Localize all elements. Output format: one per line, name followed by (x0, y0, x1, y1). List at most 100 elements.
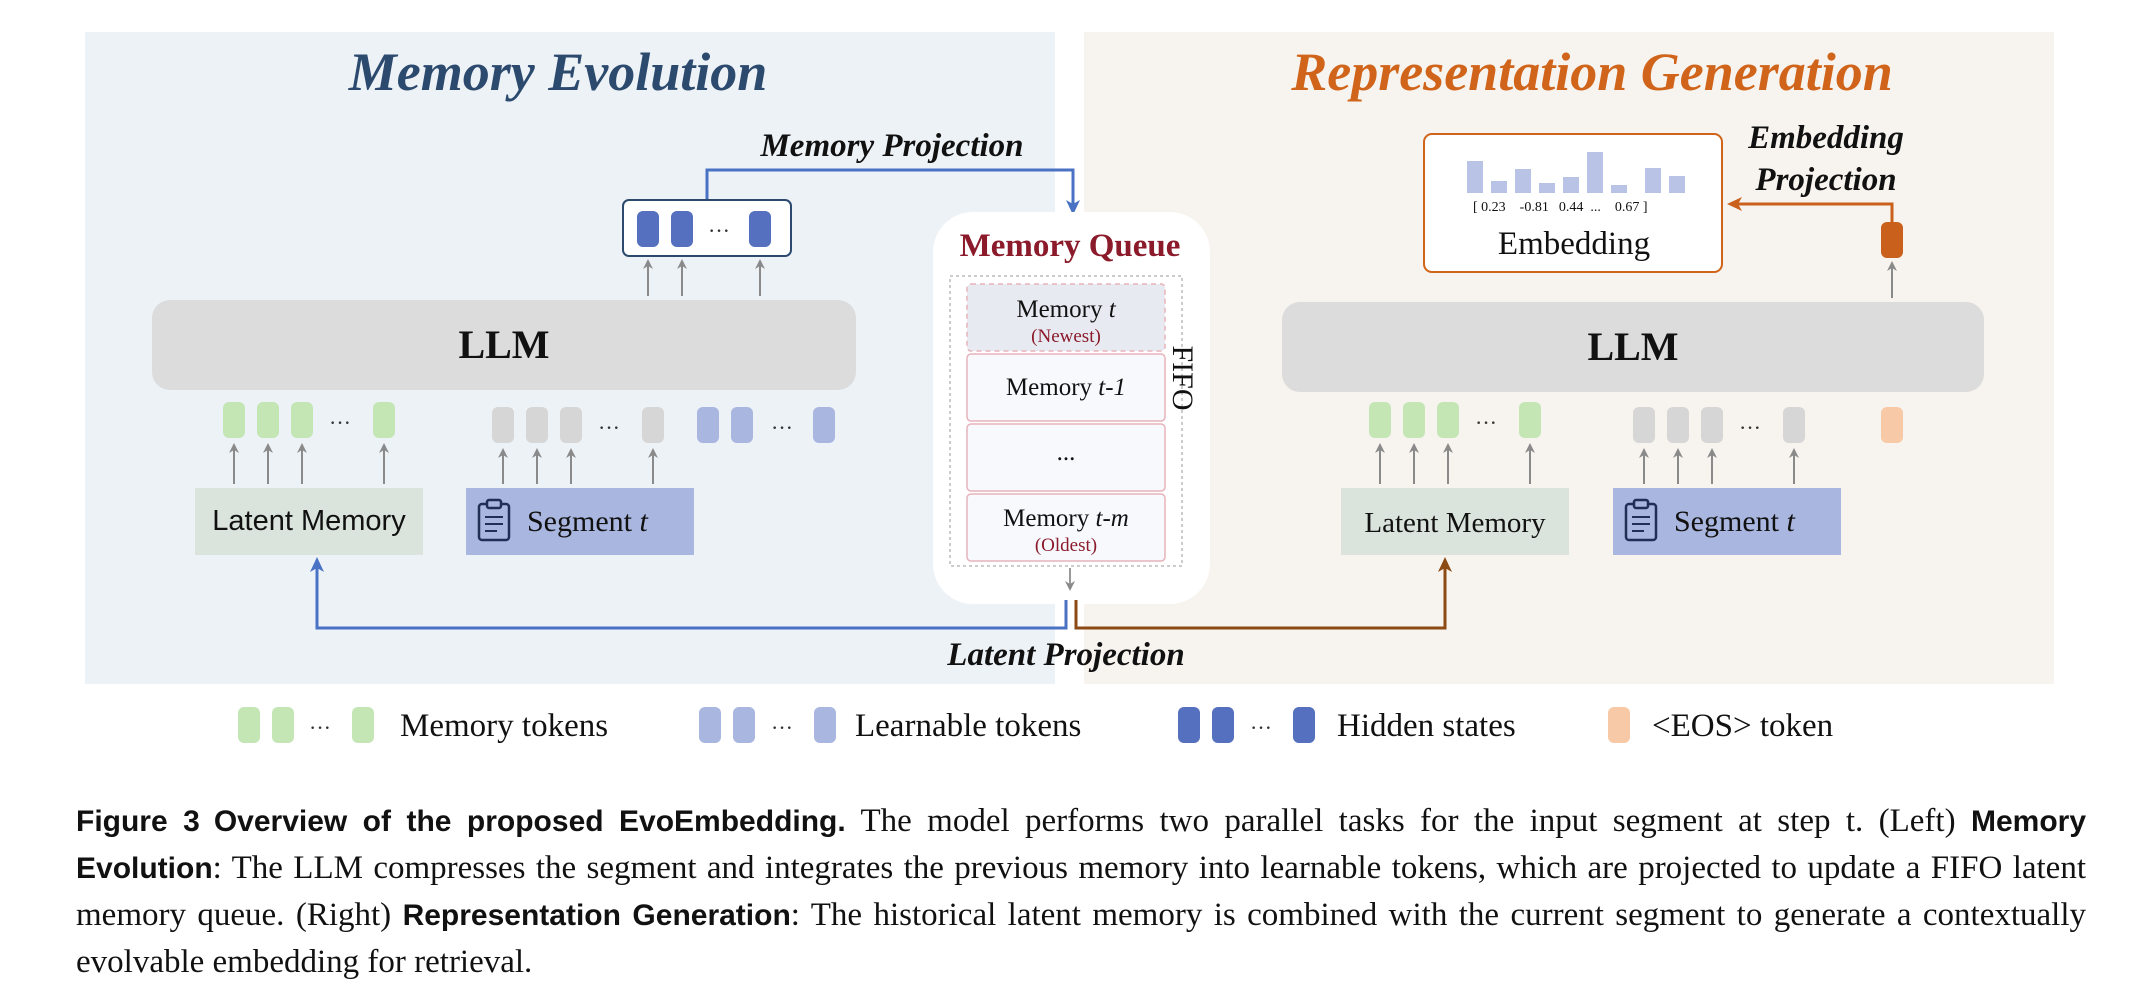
hidden-state-token (671, 211, 693, 247)
caption-right-tag: (Right) (295, 897, 392, 933)
segment-tokens-ellipsis: ··· (598, 415, 620, 440)
memory-projection-label: Memory Projection (759, 128, 1023, 164)
memory-slot-oldest (966, 493, 1166, 562)
legend-ellipsis: ··· (309, 715, 331, 740)
legend-hidden-states-label: Hidden states (1337, 708, 1516, 744)
caption-right-text: : The historical latent memory is combin… (76, 897, 2087, 980)
memory-queue-frame (949, 275, 1183, 567)
legend-eos-token-label: <EOS> token (1652, 708, 1833, 744)
memory-token (1369, 402, 1391, 438)
representation-generation-title: Representation Generation (1290, 42, 1893, 102)
hidden-state-token (749, 211, 771, 247)
embedding-projection-arrow (1727, 197, 1894, 222)
legend-memory-token-swatch (238, 707, 260, 743)
llm-block-left (152, 300, 856, 390)
segment-token (526, 407, 548, 443)
memory-token (291, 402, 313, 438)
legend-eos-token-swatch (1608, 707, 1630, 743)
latent-memory-label-left: Latent Memory (212, 505, 406, 537)
learnable-token (813, 407, 835, 443)
legend-hidden-state-swatch (1178, 707, 1200, 743)
memory-tokens-ellipsis: ··· (329, 410, 351, 435)
embedding-bar-chart (1467, 152, 1685, 193)
legend-hidden-state-swatch (1212, 707, 1234, 743)
llm-label-left: LLM (458, 322, 549, 367)
llm-block-right (1282, 302, 1984, 392)
segment-box-left (466, 488, 694, 555)
legend-memory-token-swatch (272, 707, 294, 743)
latent-projection-arrow-right (1074, 557, 1452, 630)
figure-title: Overview of the proposed EvoEmbedding. (213, 805, 846, 838)
segment-box-right (1613, 488, 1841, 555)
segment-token (1633, 407, 1655, 443)
hidden-state-token (637, 211, 659, 247)
memory-queue-title: Memory Queue (960, 228, 1181, 264)
learnable-token (697, 407, 719, 443)
clipboard-icon (1624, 498, 1658, 542)
memory-token (1403, 402, 1425, 438)
segment-token (1667, 407, 1689, 443)
caption-left-tag: (Left) (1878, 803, 1956, 839)
figure-label: Figure 3 (76, 805, 200, 838)
memory-token (373, 402, 395, 438)
segment-tokens-ellipsis: ··· (1739, 415, 1761, 440)
legend-learnable-tokens-label: Learnable tokens (855, 708, 1081, 744)
latent-memory-box-left (195, 488, 423, 555)
legend-learnable-token-swatch (733, 707, 755, 743)
memory-slot-newest (966, 283, 1166, 352)
legend-memory-token-swatch (352, 707, 374, 743)
eos-token (1881, 407, 1903, 443)
memory-slot (966, 353, 1166, 422)
legend-learnable-token-swatch (699, 707, 721, 743)
legend-ellipsis: ··· (1250, 715, 1272, 740)
embedding-label: Embedding (1498, 226, 1650, 262)
embedding-projection-label-line1: Embedding (1747, 120, 1904, 156)
memory-slot-newest-note: (Newest) (1031, 326, 1101, 347)
learnable-token (731, 407, 753, 443)
segment-token (492, 407, 514, 443)
segment-label-right: Segment t (1674, 505, 1796, 538)
memory-slot-ellipsis: ... (1057, 439, 1076, 466)
fifo-label: FIFO (1166, 345, 1199, 410)
segment-token (642, 407, 664, 443)
clipboard-icon (477, 498, 511, 542)
latent-projection-arrow-left (310, 557, 1068, 630)
caption-left-name: Memory Evolution (76, 805, 2087, 885)
figure-caption: Figure 3 Overview of the proposed EvoEmbe… (76, 798, 2086, 985)
legend-memory-tokens-label: Memory tokens (400, 708, 608, 744)
segment-token (1783, 407, 1805, 443)
hidden-states-box (622, 199, 792, 257)
memory-slot-oldest-note: (Oldest) (1035, 535, 1097, 556)
legend-ellipsis: ··· (771, 715, 793, 740)
memory-projection-arrow (705, 168, 1080, 215)
latent-memory-box-right (1341, 488, 1569, 555)
latent-projection-label: Latent Projection (946, 637, 1184, 673)
memory-evolution-title: Memory Evolution (348, 42, 768, 102)
segment-token (560, 407, 582, 443)
segment-label-left: Segment t (527, 505, 649, 538)
hidden-states-ellipsis: ··· (708, 218, 730, 243)
memory-slot-oldest-label: Memory t-m (1003, 505, 1129, 532)
memory-token (223, 402, 245, 438)
caption-sentence: The model performs two parallel tasks fo… (860, 803, 1864, 839)
segment-token (1701, 407, 1723, 443)
llm-label-right: LLM (1587, 324, 1678, 369)
legend-learnable-token-swatch (814, 707, 836, 743)
memory-token (257, 402, 279, 438)
memory-slot-label: Memory t-1 (1006, 374, 1126, 401)
memory-slot-newest-label: Memory t (1016, 296, 1116, 323)
memory-tokens-ellipsis: ··· (1475, 410, 1497, 435)
legend: ··· Memory tokens ··· Learnable tokens ·… (238, 707, 1833, 744)
embedding-projection-label-line2: Projection (1754, 162, 1896, 198)
memory-slot (966, 423, 1166, 492)
eos-output-token (1881, 222, 1903, 258)
caption-right-name: Representation Generation (402, 899, 791, 932)
latent-memory-label-right: Latent Memory (1364, 507, 1546, 539)
memory-token (1437, 402, 1459, 438)
learnable-tokens-ellipsis: ··· (771, 415, 793, 440)
memory-token (1519, 402, 1541, 438)
caption-left-text: : The LLM compresses the segment and int… (76, 850, 2086, 933)
legend-hidden-state-swatch (1293, 707, 1315, 743)
